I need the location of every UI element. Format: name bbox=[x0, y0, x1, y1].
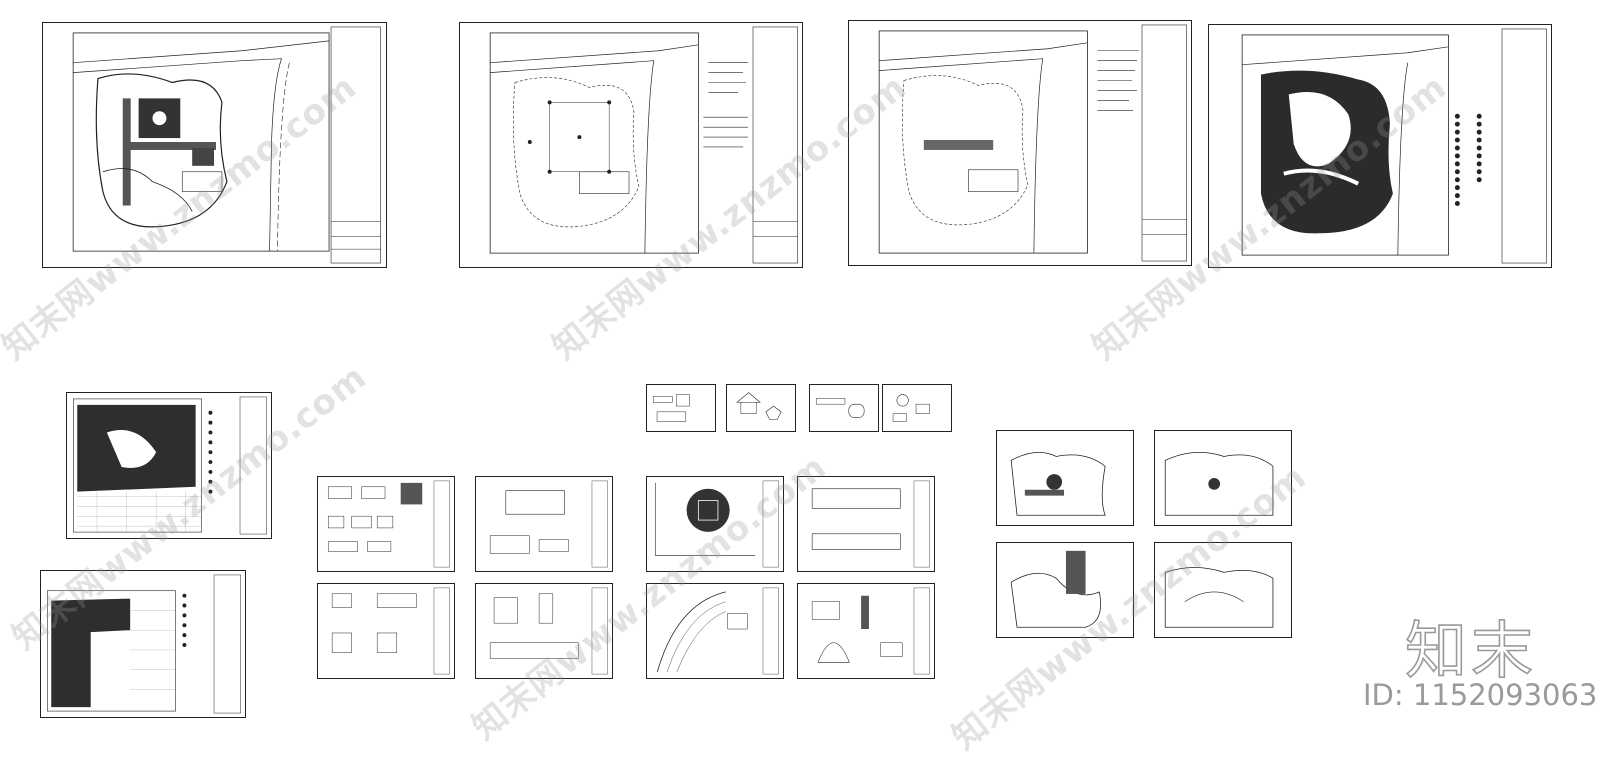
drawing-sheet-planting-plan bbox=[1208, 24, 1552, 268]
pergola-elevation-drawing bbox=[811, 480, 930, 568]
bench-drawing bbox=[892, 394, 930, 422]
planting-plan-drawing bbox=[1241, 28, 1547, 264]
drawing-sheet-wall-details bbox=[317, 583, 455, 679]
drawing-sheet-lighting-plan bbox=[459, 22, 803, 268]
drawing-sheet-corridor bbox=[809, 384, 879, 432]
drawing-sheet-electrical-plan bbox=[848, 20, 1192, 266]
electrical-plan-drawing bbox=[878, 24, 1187, 262]
drawing-sheet-bench bbox=[882, 384, 952, 432]
drawing-sheet-gate-section bbox=[475, 476, 613, 572]
partial-plan-b-drawing bbox=[1164, 452, 1274, 516]
drawing-sheet-plaza-plan bbox=[646, 476, 784, 572]
gate-section-drawing bbox=[489, 480, 608, 568]
drawing-sheet-rockery bbox=[475, 583, 613, 679]
plaza-plan-drawing bbox=[654, 480, 779, 568]
drawing-sheet-shrub-planting bbox=[40, 570, 246, 718]
detail-a-drawing bbox=[652, 394, 690, 422]
partial-plan-c-drawing bbox=[1010, 550, 1102, 628]
corridor-drawing bbox=[815, 398, 865, 418]
lighting-plan-drawing bbox=[489, 26, 798, 264]
znzmo-logo: 知末 bbox=[1404, 613, 1538, 688]
drawing-sheet-pavilion bbox=[726, 384, 796, 432]
general-plan-drawing bbox=[72, 26, 381, 264]
drawing-sheet-general-plan bbox=[42, 22, 387, 268]
rockery-drawing bbox=[489, 587, 608, 675]
wall-details-drawing bbox=[331, 587, 450, 675]
drawing-sheet-misc-details bbox=[797, 583, 935, 679]
partial-plan-d-drawing bbox=[1164, 567, 1274, 628]
drawing-sheet-pergola-elevation bbox=[797, 476, 935, 572]
misc-details-drawing bbox=[811, 587, 930, 675]
pavilion-drawing bbox=[736, 392, 782, 420]
paving-pattern-drawing bbox=[656, 587, 779, 675]
drawing-sheet-tree-planting bbox=[66, 392, 272, 539]
asset-id-label: ID: 1152093063 bbox=[1363, 678, 1598, 712]
drawing-sheet-partial-plan-b bbox=[1154, 430, 1292, 526]
drawing-sheet-paving-pattern bbox=[646, 583, 784, 679]
paving-details-drawing bbox=[327, 480, 450, 568]
drawing-sheet-partial-plan-a bbox=[996, 430, 1134, 526]
shrub-planting-drawing bbox=[47, 574, 241, 714]
drawing-sheet-partial-plan-c bbox=[996, 542, 1134, 638]
drawing-sheet-paving-details bbox=[317, 476, 455, 572]
tree-planting-drawing bbox=[73, 396, 267, 535]
drawing-sheet-detail-a bbox=[646, 384, 716, 432]
drawing-sheet-partial-plan-d bbox=[1154, 542, 1292, 638]
partial-plan-a-drawing bbox=[1010, 452, 1106, 516]
